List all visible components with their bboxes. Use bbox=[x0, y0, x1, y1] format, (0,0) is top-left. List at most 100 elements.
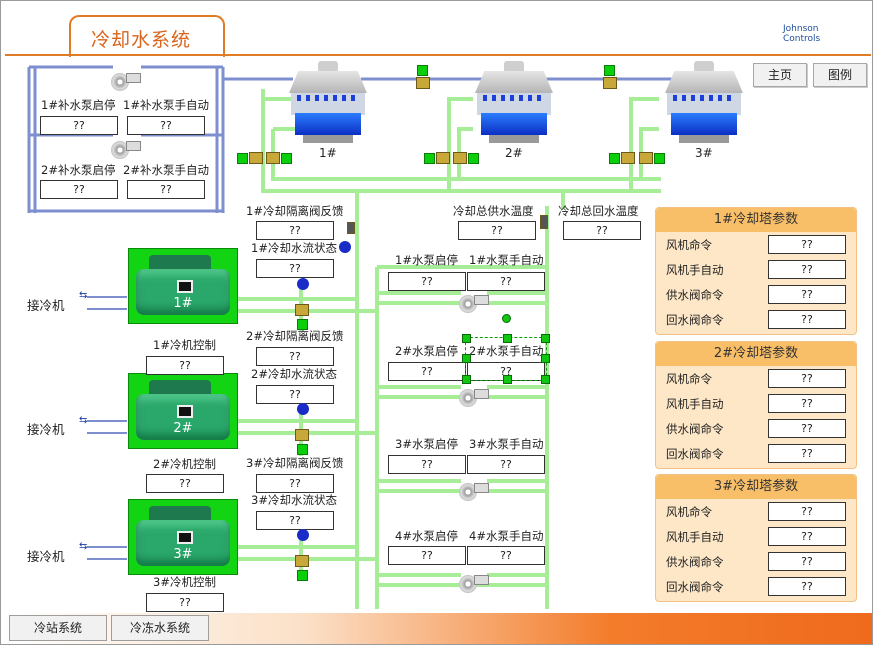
chiller-1-number: 1# bbox=[173, 296, 193, 311]
resize-handle[interactable] bbox=[541, 334, 550, 343]
cooling-tower-1[interactable] bbox=[289, 61, 367, 143]
chiller-3-number: 3# bbox=[173, 547, 193, 562]
pump-3-auto-label: 3#水泵手自动 bbox=[469, 437, 544, 451]
makeup-pump-2-run-label: 2#补水泵启停 bbox=[41, 163, 116, 177]
cooling-pump-3-icon[interactable] bbox=[459, 481, 489, 503]
tower-1-params-panel: 1#冷却塔参数 风机命令 ?? 风机手自动 ?? 供水阀命令 ?? 回水阀命令 … bbox=[655, 207, 857, 335]
tower-3-fan-auto-label: 风机手自动 bbox=[666, 530, 724, 544]
chiller-3[interactable]: 3# bbox=[128, 499, 238, 575]
chiller-3-flow-value: ?? bbox=[256, 511, 334, 530]
supply-temp-value: ?? bbox=[458, 221, 536, 240]
chiller-1-flow-switch-icon bbox=[297, 278, 309, 290]
chiller-1-flow-value: ?? bbox=[256, 259, 334, 278]
resize-handle[interactable] bbox=[541, 375, 550, 384]
tower-3-supply-valve-icon[interactable] bbox=[609, 153, 620, 164]
makeup-pump-1-auto-value: ?? bbox=[127, 116, 205, 135]
chiller-1-isolation-valve-icon[interactable] bbox=[295, 304, 309, 316]
pump-4-run-value: ?? bbox=[388, 546, 466, 565]
equalizer-valve-1-body-icon bbox=[416, 77, 430, 89]
rotate-handle[interactable] bbox=[502, 314, 511, 323]
company-logo: Johnson Controls bbox=[783, 24, 847, 44]
tower-3-supply-valve-label: 供水阀命令 bbox=[666, 555, 724, 569]
logo-line-1: Johnson bbox=[783, 24, 819, 34]
resize-handle[interactable] bbox=[541, 354, 550, 363]
chiller-3-flow-label: 3#冷却水流状态 bbox=[251, 493, 337, 507]
chiller-1-connection-label: 接冷机 bbox=[27, 298, 65, 313]
chiller-2-control-label: 2#冷机控制 bbox=[153, 457, 216, 471]
tower-2-supply-valve-body-icon bbox=[436, 152, 450, 164]
chiller-3-isolation-valve-icon[interactable] bbox=[295, 555, 309, 567]
resize-handle[interactable] bbox=[462, 354, 471, 363]
tower-3-params-panel: 3#冷却塔参数 风机命令 ?? 风机手自动 ?? 供水阀命令 ?? 回水阀命令 … bbox=[655, 474, 857, 602]
chiller-3-connection-label: 接冷机 bbox=[27, 549, 65, 564]
chilled-water-system-button[interactable]: 冷冻水系统 bbox=[111, 615, 209, 641]
chiller-2-isolation-valve-icon[interactable] bbox=[295, 429, 309, 441]
tower-1-fan-auto-value: ?? bbox=[768, 260, 846, 279]
supply-temp-sensor-icon bbox=[540, 215, 548, 229]
chiller-2-number: 2# bbox=[173, 421, 193, 436]
tower-2-return-valve-body-icon bbox=[453, 152, 467, 164]
tower-1-return-valve-value: ?? bbox=[768, 310, 846, 329]
logo-line-2: Controls bbox=[783, 34, 821, 44]
chiller-1-isolation-label: 1#冷却隔离阀反馈 bbox=[246, 204, 344, 218]
home-button[interactable]: 主页 bbox=[753, 63, 807, 87]
tower-3-fan-cmd-label: 风机命令 bbox=[666, 505, 712, 519]
pump-3-run-label: 3#水泵启停 bbox=[395, 437, 458, 451]
pump-2-auto-value: ?? bbox=[467, 362, 545, 381]
supply-temp-label: 冷却总供水温度 bbox=[453, 204, 534, 218]
return-temp-value: ?? bbox=[563, 221, 641, 240]
tower-2-label: 2# bbox=[505, 146, 523, 160]
tower-2-return-valve-icon[interactable] bbox=[468, 153, 479, 164]
makeup-pump-1-run-value: ?? bbox=[40, 116, 118, 135]
tower-3-fan-cmd-value: ?? bbox=[768, 502, 846, 521]
tower-1-supply-valve-label: 供水阀命令 bbox=[666, 288, 724, 302]
tower-2-fan-cmd-value: ?? bbox=[768, 369, 846, 388]
tower-3-return-valve-icon[interactable] bbox=[654, 153, 665, 164]
resize-handle[interactable] bbox=[503, 375, 512, 384]
tower-1-supply-valve-icon[interactable] bbox=[237, 153, 248, 164]
arrow-left-icon: ⇆ bbox=[79, 541, 88, 552]
tower-2-fan-cmd-label: 风机命令 bbox=[666, 372, 712, 386]
tower-2-supply-valve-icon[interactable] bbox=[424, 153, 435, 164]
chiller-1[interactable]: 1# bbox=[128, 248, 238, 324]
chiller-2[interactable]: 2# bbox=[128, 373, 238, 449]
makeup-pump-2-run-value: ?? bbox=[40, 180, 118, 199]
resize-handle[interactable] bbox=[503, 334, 512, 343]
resize-handle[interactable] bbox=[462, 334, 471, 343]
plant-system-button[interactable]: 冷站系统 bbox=[9, 615, 107, 641]
tower-2-params-panel: 2#冷却塔参数 风机命令 ?? 风机手自动 ?? 供水阀命令 ?? 回水阀命令 … bbox=[655, 341, 857, 469]
makeup-pump-1-run-label: 1#补水泵启停 bbox=[41, 98, 116, 112]
main-flow-sensor-icon bbox=[339, 241, 351, 253]
tower-1-fan-cmd-value: ?? bbox=[768, 235, 846, 254]
resize-handle[interactable] bbox=[462, 375, 471, 384]
pump-1-run-value: ?? bbox=[388, 272, 466, 291]
chiller-2-flow-switch-icon bbox=[297, 403, 309, 415]
chiller-2-isolation-label: 2#冷却隔离阀反馈 bbox=[246, 329, 344, 343]
makeup-pump-1-icon[interactable] bbox=[111, 71, 141, 93]
tower-1-fan-auto-label: 风机手自动 bbox=[666, 263, 724, 277]
tower-1-return-valve-icon[interactable] bbox=[281, 153, 292, 164]
equalizer-valve-2-body-icon bbox=[603, 77, 617, 89]
chiller-3-isolation-actuator-icon bbox=[297, 570, 308, 581]
chiller-2-isolation-actuator-icon bbox=[297, 444, 308, 455]
cooling-tower-3[interactable] bbox=[665, 61, 743, 143]
arrow-left-icon: ⇆ bbox=[79, 290, 88, 301]
pump-2-run-label: 2#水泵启停 bbox=[395, 344, 458, 358]
pump-4-auto-value: ?? bbox=[467, 546, 545, 565]
tower-2-supply-valve-value: ?? bbox=[768, 419, 846, 438]
tower-2-supply-valve-label: 供水阀命令 bbox=[666, 422, 724, 436]
cooling-pump-1-icon[interactable] bbox=[459, 293, 489, 315]
legend-button[interactable]: 图例 bbox=[813, 63, 867, 87]
tower-3-return-valve-label: 回水阀命令 bbox=[666, 580, 724, 594]
makeup-pump-1-auto-label: 1#补水泵手自动 bbox=[123, 98, 209, 112]
tower-2-params-title: 2#冷却塔参数 bbox=[656, 342, 856, 366]
tower-3-supply-valve-body-icon bbox=[621, 152, 635, 164]
makeup-pump-2-icon[interactable] bbox=[111, 139, 141, 161]
equalizer-valve-2-icon[interactable] bbox=[604, 65, 615, 76]
cooling-pump-4-icon[interactable] bbox=[459, 573, 489, 595]
cooling-tower-2[interactable] bbox=[475, 61, 553, 143]
chiller-3-isolation-value: ?? bbox=[256, 474, 334, 493]
equalizer-valve-1-icon[interactable] bbox=[417, 65, 428, 76]
return-temp-sensor-icon bbox=[347, 222, 355, 234]
cooling-pump-2-icon[interactable] bbox=[459, 387, 489, 409]
